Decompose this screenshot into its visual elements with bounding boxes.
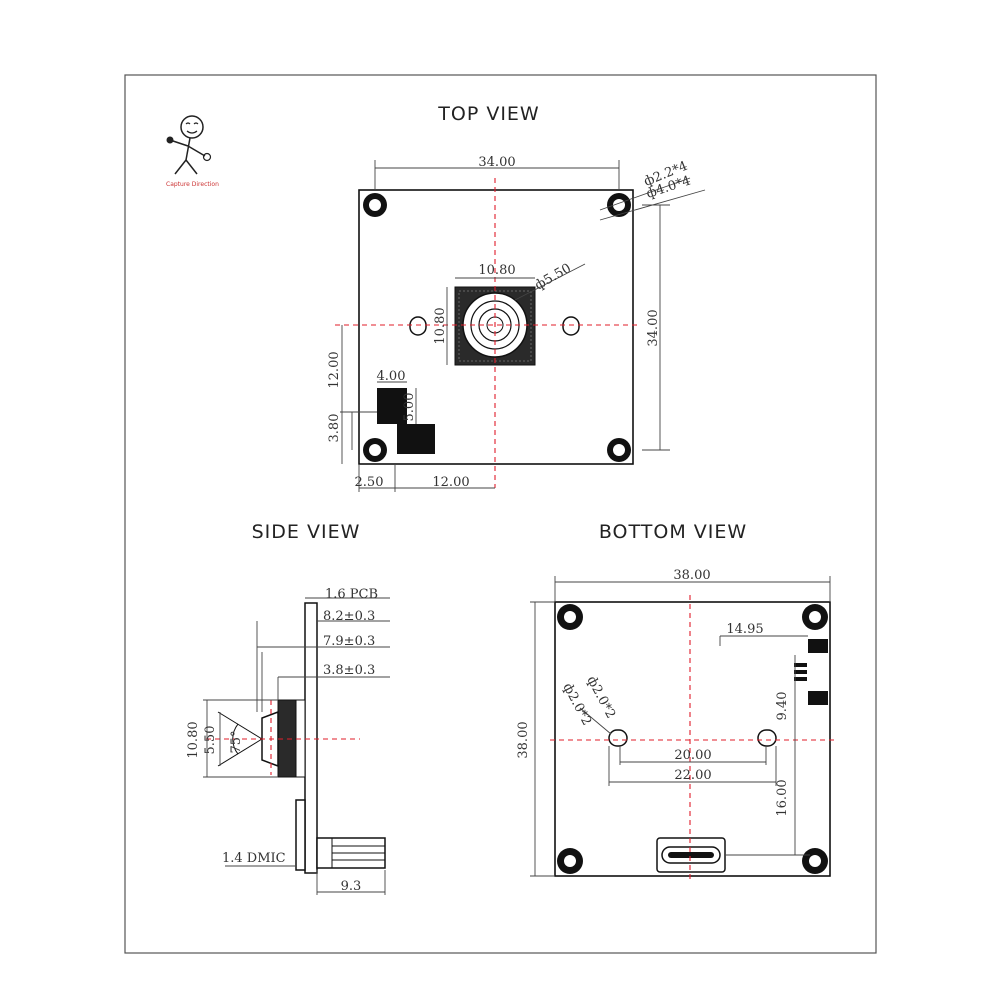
top-offset-x-dim: 12.00 — [432, 475, 469, 490]
bottom-width-dim: 38.00 — [673, 568, 710, 583]
bottom-right-dim: 14.95 — [726, 622, 763, 637]
pad-2 — [397, 424, 435, 454]
top-view — [335, 160, 706, 492]
lens-width-dim: 10.80 — [478, 263, 515, 278]
connector-length-dim: 9.3 — [341, 879, 362, 894]
bottom-view-title: BOTTOM VIEW — [599, 521, 747, 543]
side-dim-1: 8.2±0.3 — [323, 609, 375, 624]
side-view — [203, 597, 390, 895]
side-lens-height-dim: 10.80 — [186, 721, 201, 758]
side-lens-dia-dim: 5.50 — [203, 726, 218, 755]
pad-height-dim: 5.00 — [402, 393, 417, 422]
figure-head — [180, 115, 204, 139]
side-view-title: SIDE VIEW — [252, 521, 361, 543]
bottom-pad-2 — [808, 691, 828, 705]
top-width-dim: 34.00 — [478, 155, 515, 170]
bottom-outer-span-dim: 22.00 — [674, 768, 711, 783]
side-dim-2: 7.9±0.3 — [323, 634, 375, 649]
dmic-dim: 1.4 DMIC — [222, 851, 286, 866]
side-pcb — [304, 602, 318, 874]
pcb-thickness-dim: 1.6 PCB — [325, 587, 378, 602]
bottom-board — [554, 601, 831, 877]
pad-y-dim: 3.80 — [327, 414, 342, 443]
view-angle-dim: 75° — [229, 730, 244, 753]
pad-x-dim: 2.50 — [355, 475, 384, 490]
lens-height-dim: 10.80 — [433, 307, 448, 344]
side-dim-3: 3.8±0.3 — [323, 663, 375, 678]
capture-direction-label: Capture Direction — [166, 181, 219, 188]
top-view-title: TOP VIEW — [437, 103, 539, 125]
bottom-height-dim: 38.00 — [516, 721, 531, 758]
bottom-vert-dim: 9.40 — [775, 692, 790, 721]
capture-direction-figure — [166, 115, 212, 175]
drawing-frame — [124, 74, 877, 954]
bottom-low-dim: 16.00 — [775, 779, 790, 816]
pad-1 — [377, 388, 407, 424]
camera-icon — [166, 136, 174, 144]
bottom-inner-span-dim: 20.00 — [674, 748, 711, 763]
top-offset-y-dim: 12.00 — [327, 351, 342, 388]
bottom-pad-1 — [808, 639, 828, 653]
top-height-dim: 34.00 — [646, 309, 661, 346]
bottom-view — [530, 576, 835, 880]
pad-width-dim: 4.00 — [377, 369, 406, 384]
